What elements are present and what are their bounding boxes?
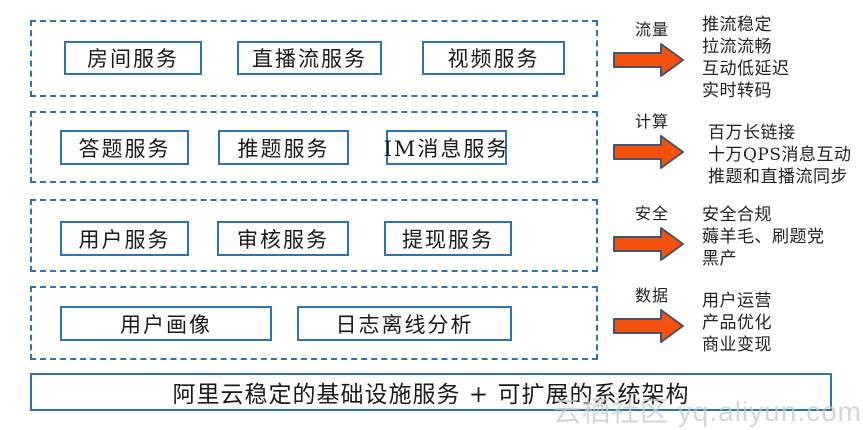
service-layer-row-traffic: 房间服务 直播流服务 视频服务	[30, 20, 598, 97]
benefit-list-data: 用户运营 产品优化 商业变现	[702, 290, 862, 356]
benefit-item: 十万QPS消息互动	[708, 145, 852, 165]
service-box-review: 审核服务	[217, 221, 349, 256]
footer-bar: 阿里云稳定的基础设施服务 + 可扩展的系统架构	[30, 373, 832, 411]
benefit-item: 推题和直播流同步	[708, 167, 848, 187]
benefit-list-security: 安全合规 薅羊毛、刷题党 黑产	[702, 204, 862, 270]
arrow-group-security: 安全	[613, 200, 687, 262]
arrow-label-compute: 计算	[635, 112, 670, 131]
arrow-label-traffic: 流量	[635, 20, 670, 39]
service-layer-row-security: 用户服务 审核服务 提现服务	[30, 199, 598, 272]
benefit-item: 薅羊毛、刷题党	[702, 227, 825, 247]
service-box-user: 用户服务	[60, 221, 189, 256]
benefit-item: 实时转码	[702, 81, 772, 101]
service-box-video: 视频服务	[422, 41, 565, 75]
service-layer-row-compute: 答题服务 推题服务 IM消息服务	[30, 111, 598, 183]
benefit-item: 互动低延迟	[702, 59, 790, 79]
right-arrow-icon	[613, 309, 684, 343]
benefit-item: 产品优化	[702, 313, 772, 333]
benefit-item: 推流稳定	[702, 15, 772, 35]
benefit-item: 用户运营	[702, 291, 772, 311]
benefit-item: 黑产	[702, 249, 737, 269]
benefit-item: 拉流流畅	[702, 37, 772, 57]
service-box-im-message: IM消息服务	[384, 130, 507, 165]
service-box-withdraw: 提现服务	[384, 221, 512, 256]
arrow-group-data: 数据	[613, 282, 687, 344]
arrow-group-traffic: 流量	[613, 16, 687, 78]
benefit-item: 商业变现	[702, 335, 772, 355]
right-arrow-icon	[613, 43, 684, 77]
arrow-label-data: 数据	[635, 286, 670, 305]
right-arrow-icon	[613, 227, 684, 261]
benefit-list-traffic: 推流稳定 拉流流畅 互动低延迟 实时转码	[702, 14, 862, 102]
benefit-item: 安全合规	[702, 205, 772, 225]
service-box-log-analysis: 日志离线分析	[297, 306, 512, 341]
arrow-label-security: 安全	[635, 204, 670, 223]
service-box-question-push: 推题服务	[218, 130, 349, 165]
right-arrow-icon	[613, 135, 684, 169]
service-box-user-profile: 用户画像	[60, 306, 272, 341]
service-box-room: 房间服务	[64, 41, 202, 75]
benefit-item: 百万长链接	[708, 123, 796, 143]
service-box-quiz: 答题服务	[60, 130, 189, 165]
service-box-livestream: 直播流服务	[237, 41, 382, 75]
arrow-group-compute: 计算	[613, 108, 687, 170]
service-layer-row-data: 用户画像 日志离线分析	[30, 286, 598, 360]
benefit-list-compute: 百万长链接 十万QPS消息互动 推题和直播流同步	[708, 122, 863, 188]
